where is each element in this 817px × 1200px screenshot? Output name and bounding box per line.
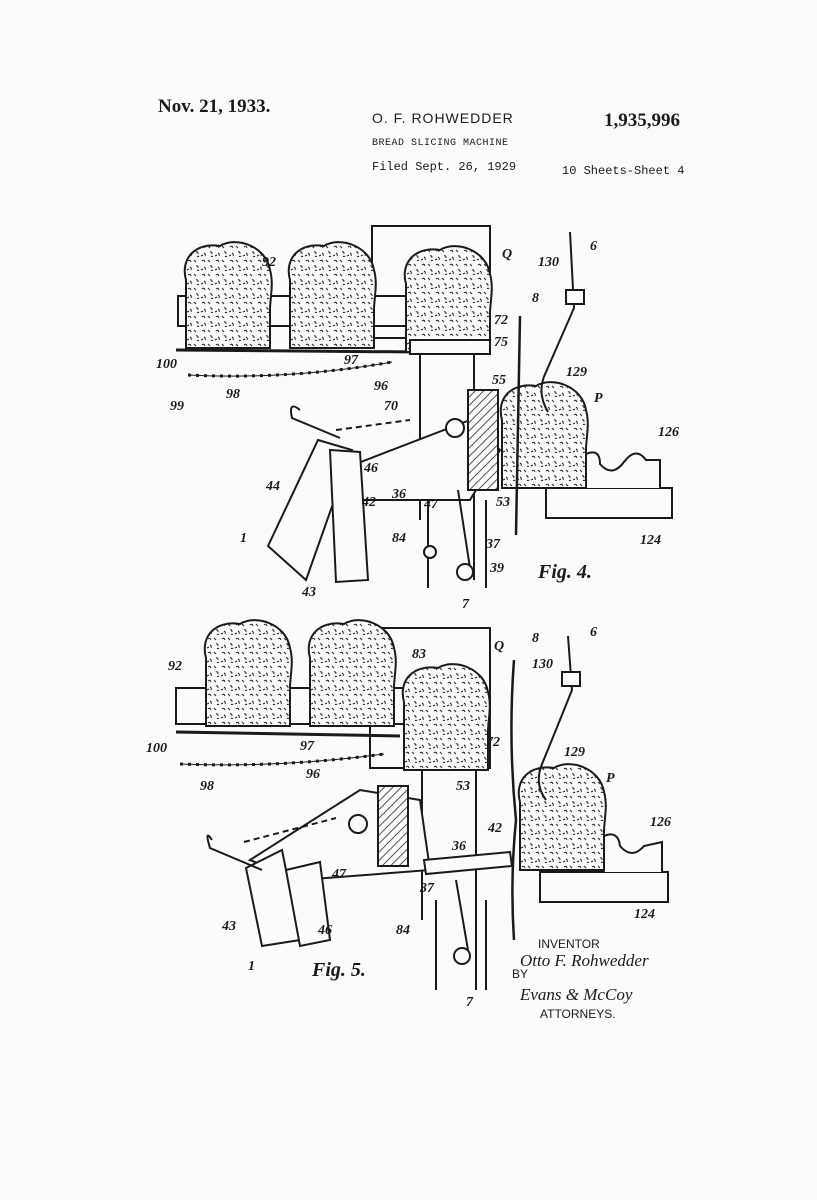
reference-numeral-126: 126: [650, 815, 671, 830]
reference-numeral-36: 36: [391, 487, 406, 502]
reference-numeral-37: 37: [419, 881, 435, 896]
attorneys-label: ATTORNEYS.: [540, 1007, 616, 1021]
reference-numeral-8: 8: [532, 291, 539, 306]
patent-number: 1,935,996: [604, 110, 680, 131]
figure-5: [175, 619, 669, 990]
reference-numeral-6: 6: [590, 239, 597, 254]
reference-numeral-92: 92: [262, 255, 276, 270]
reference-numeral-92: 92: [168, 659, 182, 674]
reference-numeral-47: 47: [331, 867, 347, 882]
reference-numeral-1: 1: [240, 531, 247, 546]
inventor-signature: Otto F. Rohwedder: [520, 951, 649, 970]
sheet-count: 10 Sheets-Sheet 4: [562, 164, 685, 178]
by-label: BY: [512, 967, 528, 981]
reference-numeral-126: 126: [658, 425, 679, 440]
reference-numeral-1: 1: [248, 959, 255, 974]
reference-numeral-53: 53: [496, 495, 510, 510]
reference-numeral-44: 44: [265, 479, 280, 494]
reference-numeral-130: 130: [538, 255, 559, 270]
figure-5-labels: 92 83 Q 8 6 130 72 100 97 98 96 129 53 P…: [146, 625, 671, 1010]
figure-4-caption: Fig. 4.: [537, 561, 592, 583]
reference-numeral-99: 99: [170, 399, 184, 414]
reference-numeral-Q: Q: [494, 639, 504, 654]
reference-numeral-37: 37: [485, 537, 501, 552]
reference-numeral-96: 96: [306, 767, 320, 782]
reference-numeral-7: 7: [466, 995, 474, 1010]
figure-5-caption: Fig. 5.: [311, 959, 366, 981]
reference-numeral-84: 84: [396, 923, 410, 938]
reference-numeral-Q: Q: [502, 247, 512, 262]
inventor-name: O. F. ROHWEDDER: [372, 110, 514, 126]
patent-date: Nov. 21, 1933.: [158, 96, 271, 117]
reference-numeral-100: 100: [156, 357, 177, 372]
reference-numeral-83: 83: [412, 647, 426, 662]
reference-numeral-P: P: [594, 391, 603, 406]
reference-numeral-43: 43: [221, 919, 236, 934]
figure-4: [175, 225, 673, 588]
reference-numeral-46: 46: [317, 923, 332, 938]
attorneys-signature: Evans & McCoy: [519, 985, 633, 1004]
reference-numeral-130: 130: [532, 657, 553, 672]
reference-numeral-124: 124: [634, 907, 655, 922]
figure-4-labels: 92 Q 6 130 8 72 75 100 97 96 99 98 129 5…: [156, 239, 679, 612]
reference-numeral-96: 96: [374, 379, 388, 394]
reference-numeral-8: 8: [532, 631, 539, 646]
reference-numeral-98: 98: [226, 387, 240, 402]
reference-numeral-39: 39: [489, 561, 504, 576]
reference-numeral-97: 97: [300, 739, 315, 754]
reference-numeral-70: 70: [384, 399, 398, 414]
reference-numeral-129: 129: [564, 745, 585, 760]
reference-numeral-43: 43: [301, 585, 316, 600]
reference-numeral-97: 97: [344, 353, 359, 368]
reference-numeral-P: P: [606, 771, 615, 786]
reference-numeral-7: 7: [462, 597, 470, 612]
inventor-label: INVENTOR: [538, 937, 600, 951]
reference-numeral-6: 6: [590, 625, 597, 640]
reference-numeral-53: 53: [456, 779, 470, 794]
filing-date: Filed Sept. 26, 1929: [372, 160, 517, 174]
reference-numeral-72: 72: [494, 313, 508, 328]
reference-numeral-55: 55: [492, 373, 506, 388]
reference-numeral-42: 42: [487, 821, 502, 836]
patent-title: BREAD SLICING MACHINE: [372, 138, 509, 149]
reference-numeral-42: 42: [361, 495, 376, 510]
reference-numeral-98: 98: [200, 779, 214, 794]
reference-numeral-72: 72: [486, 735, 500, 750]
reference-numeral-46: 46: [363, 461, 378, 476]
reference-numeral-36: 36: [451, 839, 466, 854]
reference-numeral-47: 47: [423, 497, 439, 512]
reference-numeral-129: 129: [566, 365, 587, 380]
signature-block: INVENTOR Otto F. Rohwedder BY Evans & Mc…: [512, 937, 649, 1021]
reference-numeral-84: 84: [392, 531, 406, 546]
reference-numeral-75: 75: [494, 335, 508, 350]
reference-numeral-124: 124: [640, 533, 661, 548]
reference-numeral-100: 100: [146, 741, 167, 756]
